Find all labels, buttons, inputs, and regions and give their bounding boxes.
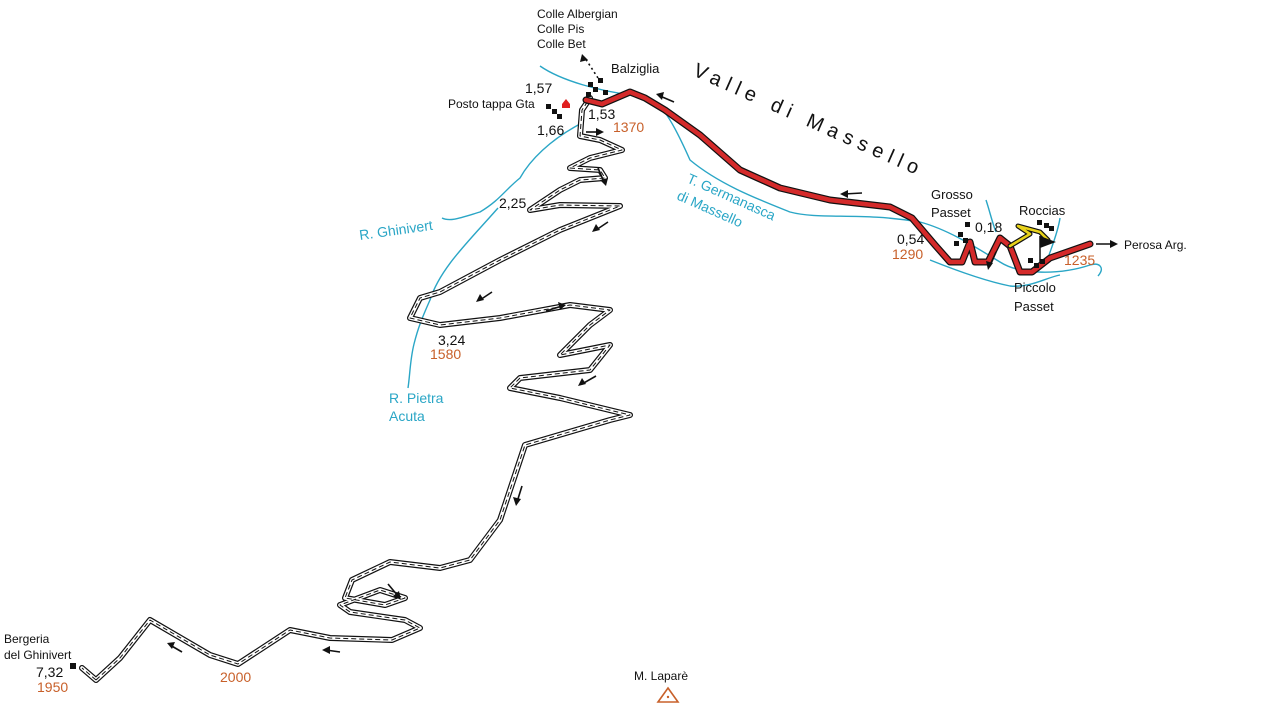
arrow-icon — [167, 642, 183, 653]
roccias-label: Roccias — [1019, 203, 1066, 218]
distance-label: 1,57 — [525, 80, 552, 96]
village-icon — [1037, 220, 1054, 231]
bergeria-label-2: del Ghinivert — [4, 648, 72, 662]
altitude-label: 1235 — [1064, 252, 1095, 268]
piccolo-passet-label: Piccolo — [1014, 280, 1056, 295]
river-side-1 — [985, 199, 997, 233]
arrow-icon — [1096, 240, 1118, 248]
arrow-icon — [322, 646, 341, 654]
arrow-icon — [656, 92, 675, 103]
arrow-icon — [840, 190, 863, 198]
posto-tappa-label: Posto tappa Gta — [448, 97, 535, 111]
summit-icon — [656, 686, 680, 703]
arrow-icon — [597, 167, 608, 186]
altitude-label: 1580 — [430, 346, 461, 362]
colle-bet-label: Colle Bet — [537, 37, 586, 51]
trail-route-inner — [80, 96, 632, 682]
distance-label: 1,66 — [537, 122, 564, 138]
hut-icon — [562, 99, 570, 108]
trail — [79, 95, 633, 683]
river-ghinivert-lower — [407, 207, 499, 389]
village-icon — [954, 222, 970, 246]
river-pietra-label-2: Acuta — [389, 408, 425, 424]
valley-name-label: Valle di Massello — [690, 59, 928, 181]
arrow-icon — [513, 485, 523, 506]
arrow-icon — [476, 291, 493, 302]
distance-label: 0,54 — [897, 231, 924, 247]
village-icon — [546, 104, 562, 119]
flag-icon — [1039, 236, 1056, 262]
m-lapare-label: M. Laparè — [634, 669, 688, 683]
paved-road — [582, 88, 1094, 276]
paved-road-fill — [583, 89, 1093, 275]
dotted-arrow-icon — [580, 54, 599, 79]
altitude-label: 2000 — [220, 669, 251, 685]
altitude-label: 1290 — [892, 246, 923, 262]
river-germanasca-branch — [929, 259, 1061, 287]
settlements — [546, 78, 1054, 268]
distance-label: 2,25 — [499, 195, 526, 211]
bergeria-label: Bergeria — [4, 632, 50, 646]
trail-route — [79, 95, 633, 683]
arrow-icon — [986, 251, 997, 270]
arrow-icon — [586, 128, 604, 136]
arrow-icon — [545, 302, 566, 312]
river-ghinivert-label: R. Ghinivert — [358, 217, 434, 243]
grosso-passet-label-2: Passet — [931, 205, 971, 220]
river-ghinivert — [441, 123, 581, 221]
distance-label: 3,24 — [438, 332, 465, 348]
arrow-icon — [387, 583, 401, 600]
piccolo-passet-label-2: Passet — [1014, 299, 1054, 314]
arrow-icon — [592, 221, 609, 232]
distance-label: 0,18 — [975, 219, 1002, 235]
village-icon — [586, 78, 608, 97]
variant-road-fill — [1008, 224, 1050, 248]
arrow-icon — [578, 375, 597, 386]
distance-label: 7,32 — [36, 664, 63, 680]
colle-pis-label: Colle Pis — [537, 22, 584, 36]
village-icon — [1028, 258, 1045, 268]
grosso-passet-label: Grosso — [931, 187, 973, 202]
balziglia-label: Balziglia — [611, 61, 660, 76]
trail-route-dash — [81, 97, 631, 681]
bergeria-point-icon — [70, 663, 76, 669]
colle-albergian-label: Colle Albergian — [537, 7, 618, 21]
river-pietra-label: R. Pietra — [389, 390, 444, 406]
altitude-label: 1950 — [37, 679, 68, 695]
direction-arrows — [167, 54, 1118, 654]
altitude-label: 1370 — [613, 119, 644, 135]
distance-label: 1,53 — [588, 106, 615, 122]
perosa-label: Perosa Arg. — [1124, 238, 1187, 252]
